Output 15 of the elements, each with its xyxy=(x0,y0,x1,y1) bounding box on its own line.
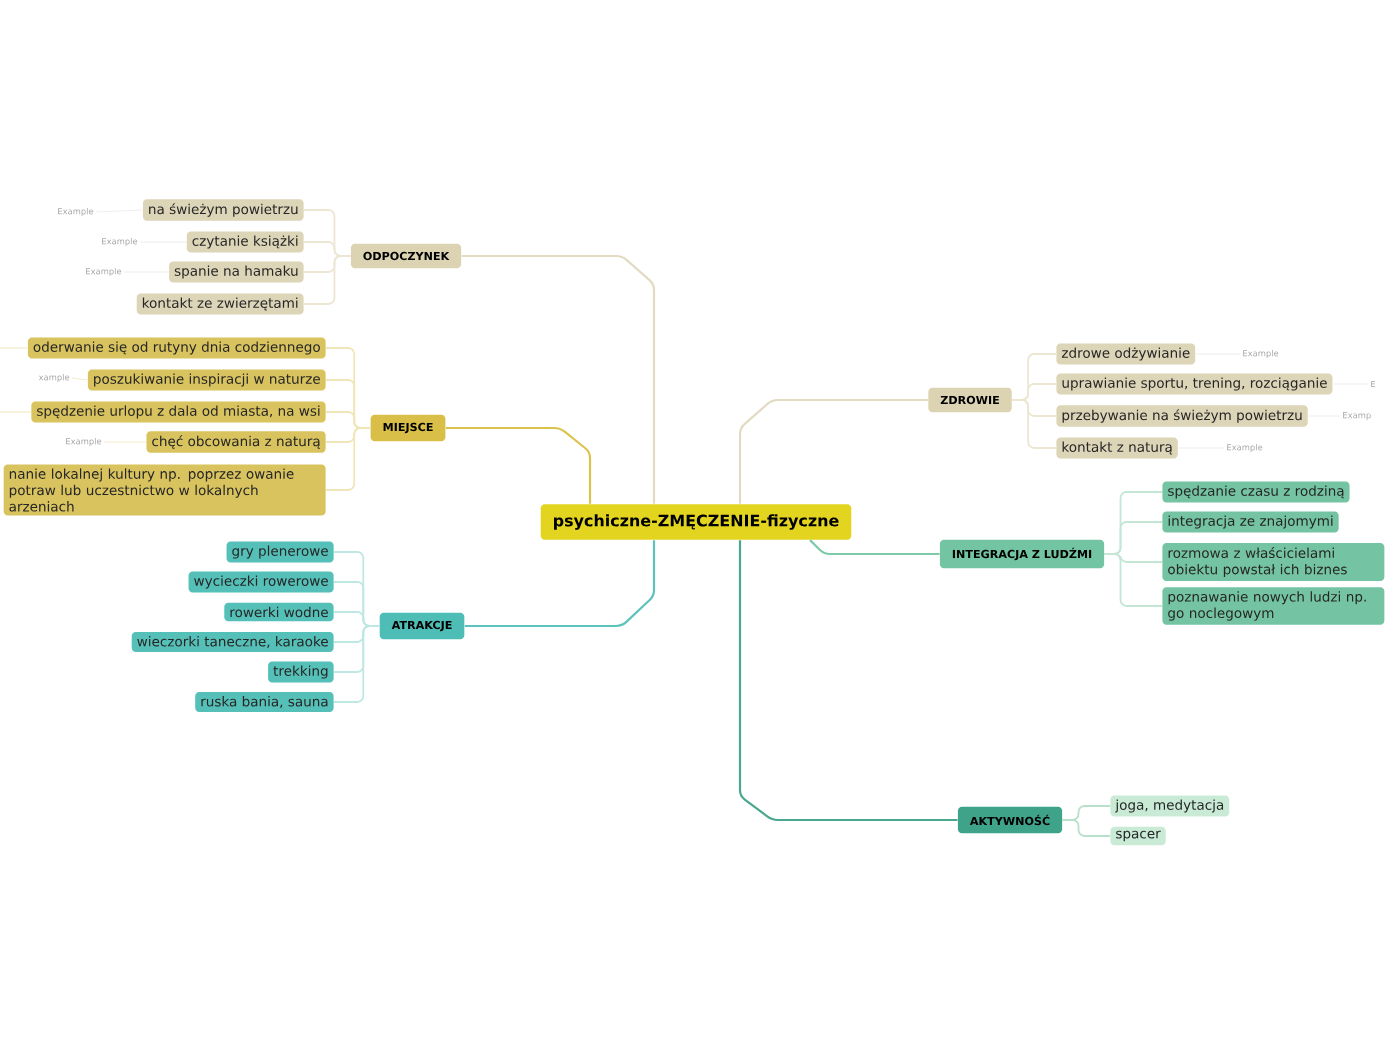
connector-line xyxy=(0,347,29,349)
connector-line xyxy=(333,625,381,703)
connector-line xyxy=(1103,553,1163,607)
connector-line xyxy=(464,540,656,628)
connector-line xyxy=(0,411,32,413)
connector-line xyxy=(1061,819,1111,837)
connector-line xyxy=(461,254,656,504)
connector-line xyxy=(303,255,352,305)
connector-line xyxy=(71,377,89,381)
connector-line xyxy=(738,540,958,822)
connector-line xyxy=(325,427,372,491)
connector-line xyxy=(738,398,928,504)
connector-line xyxy=(809,539,940,556)
connector-line xyxy=(445,426,592,504)
connector-line xyxy=(1011,399,1057,449)
